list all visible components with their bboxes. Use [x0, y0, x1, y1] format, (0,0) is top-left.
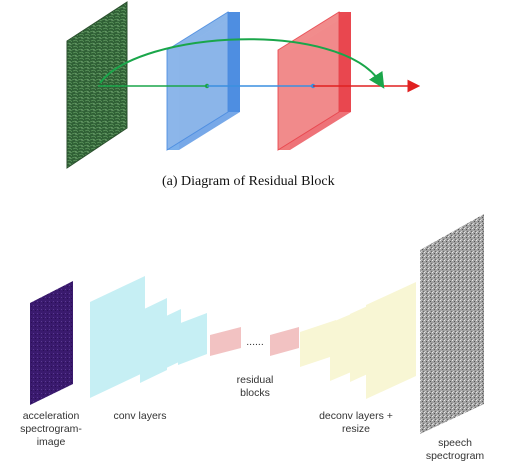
label-deconv-layers: deconv layers + resize: [319, 410, 393, 435]
network-architecture-diagram: [30, 214, 484, 434]
residual-block-right: [270, 327, 299, 356]
residual-block-left: [210, 327, 241, 356]
conv-block-2: [277, 11, 351, 151]
label-speech-spectrogram: speech spectrogram: [425, 437, 485, 462]
skip-connection-arrow: [99, 38, 385, 89]
label-acceleration-spectrogram: acceleration spectrogram- image: [20, 410, 82, 448]
conv-block-1: [166, 11, 240, 151]
deconv-layers-shape: [300, 282, 416, 399]
residual-block-diagram: [66, 1, 421, 169]
speech-spectrogram-image: [420, 214, 484, 434]
acceleration-spectrogram-image: [30, 281, 73, 405]
label-conv-layers: conv layers: [113, 410, 167, 422]
label-dots: ......: [246, 336, 264, 348]
label-residual-blocks: residual blocks: [236, 374, 274, 399]
input-feature-plane: [66, 1, 128, 169]
conv-layers-shape: [90, 276, 207, 398]
figure-caption-a: (a) Diagram of Residual Block: [162, 174, 335, 189]
